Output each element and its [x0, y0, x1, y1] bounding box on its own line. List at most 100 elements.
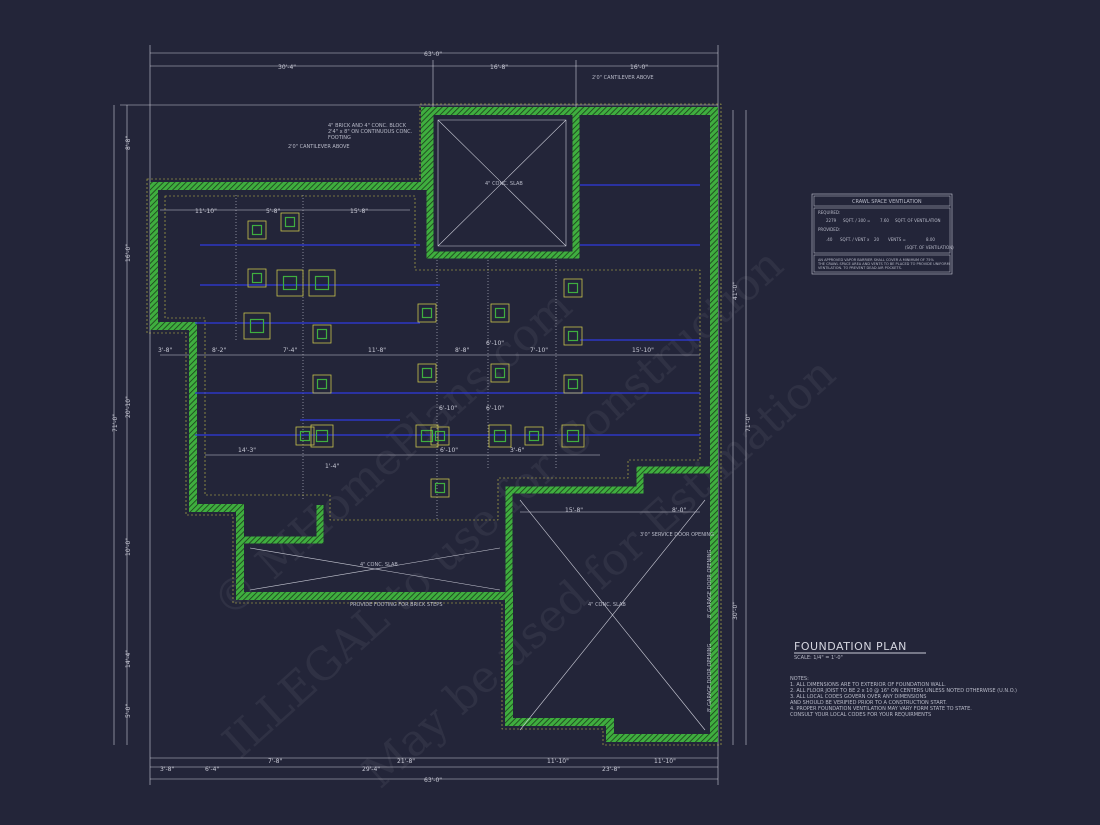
pier: [566, 429, 580, 443]
provided-text: SQFT. / VENT x: [840, 237, 870, 242]
cantilever-label: 2'0" CANTILEVER ABOVE: [288, 144, 350, 150]
required-area: 2279: [826, 218, 837, 223]
pier-footing: [488, 424, 512, 448]
note-line: CONSULT YOUR LOCAL CODES FOR YOUR REQUIR…: [790, 712, 931, 718]
dimension-text: 5'-0": [125, 704, 132, 718]
pier-footing: [415, 424, 439, 448]
dimension-text: 7'-8": [268, 758, 282, 765]
pier: [299, 430, 311, 442]
pier-footing: [417, 303, 437, 323]
table-border: [811, 193, 953, 275]
pier-footing: [490, 303, 510, 323]
note-line: AND SHOULD BE VERIFIED PRIOR TO A CONSTR…: [790, 700, 947, 706]
dimension-text: 11'-10": [654, 758, 676, 765]
dimension-text: 16'-0": [630, 64, 648, 71]
dimension-text: 8'-2": [212, 347, 226, 354]
foundation-walls: [146, 103, 722, 746]
pier-footing: [295, 426, 315, 446]
pier-footing: [310, 424, 334, 448]
drawing-scale: SCALE: 1/4" = 1'-0": [794, 655, 843, 661]
pier: [567, 330, 579, 342]
dimension-text: 16'-0": [125, 244, 132, 262]
garage-door-label: 8' GARAGE DOOR OPENING: [707, 643, 713, 712]
interior-dimension-labels: 11'-10"5'-8"15'-8"3'-8"8'-2"7'-4"11'-8"8…: [158, 208, 686, 514]
pier-footing: [490, 363, 510, 383]
table-note-box: [813, 254, 951, 273]
ventilation-note: VENTILATION. TO PREVENT DEAD AIR POCKETS…: [818, 266, 902, 270]
ventilation-title: CRAWL SPACE VENTILATION: [852, 199, 922, 205]
plan-labels: 2'0" CANTILEVER ABOVE 2'0" CANTILEVER AB…: [288, 75, 714, 712]
dimension-text: 16'-8": [490, 64, 508, 71]
pier-footing: [524, 426, 544, 446]
dimension-text: 8'-8": [125, 136, 132, 150]
crawl-space-ventilation-table: CRAWL SPACE VENTILATION REQUIRED: 2279 S…: [811, 193, 954, 275]
piers: [243, 212, 585, 498]
dimension-text: 11'-10": [195, 208, 217, 215]
pier-footing: [563, 326, 583, 346]
pier: [421, 367, 433, 379]
pier-footing: [563, 278, 583, 298]
pier-footing: [312, 374, 332, 394]
dimension-text: 41'-0": [732, 282, 739, 300]
dimension-text: 8'-0": [672, 507, 686, 514]
pier: [315, 429, 329, 443]
pier: [282, 275, 298, 291]
pier-footing: [561, 424, 585, 448]
note-line: 4. PROPER FOUNDATION VENTILATION MAY VAR…: [790, 706, 972, 712]
dimension-text: 21'-8": [397, 758, 415, 765]
ventilation-note: THE CRAWL SPACE AREA AND VENTS TO BE PLA…: [817, 262, 950, 266]
pier-footing: [563, 374, 583, 394]
pier: [251, 224, 263, 236]
pier-footing: [430, 426, 450, 446]
slab-porch-x: [249, 547, 501, 591]
pier: [284, 216, 296, 228]
dimension-text: 15'-10": [632, 347, 654, 354]
dimension-text: 6'-10": [486, 340, 504, 347]
provided-per-vent: .40: [826, 237, 833, 242]
pier-footing: [308, 269, 336, 297]
pier-footing: [417, 363, 437, 383]
pier-footing: [247, 268, 267, 288]
dimension-text: 71'-0": [745, 414, 752, 432]
dimension-text: 29'-4": [362, 766, 380, 773]
note-line: 1. ALL DIMENSIONS ARE TO EXTERIOR OF FOU…: [790, 682, 946, 688]
pier-footing: [430, 478, 450, 498]
pier-footing: [243, 312, 271, 340]
table-header-box: [813, 195, 951, 207]
dimension-text: 14'-4": [125, 650, 132, 668]
dimension-text: 6'-10": [440, 447, 458, 454]
slab-top-x: [437, 119, 567, 247]
required-label: REQUIRED:: [818, 210, 840, 215]
dimension-text: 11'-10": [547, 758, 569, 765]
brick-note: 2'4" x 8" ON CONTINUOUS CONC.: [328, 129, 413, 135]
dimension-text: 3'-6": [510, 447, 524, 454]
brick-note: FOOTING: [328, 135, 351, 141]
required-text: SQFT. / 300 =: [843, 218, 870, 223]
dimension-text: 63'-0": [424, 51, 442, 58]
outer-foundation-wall: [150, 107, 718, 742]
dimension-text: 6'-4": [205, 766, 219, 773]
pier: [421, 307, 433, 319]
dimension-labels: 63'-0" 30'-4" 16'-8" 16'-0" 63'-0" 7'-8"…: [112, 51, 752, 784]
pier: [494, 367, 506, 379]
pier: [494, 307, 506, 319]
pier-footing: [247, 220, 267, 240]
drawing-title: FOUNDATION PLAN: [794, 640, 907, 653]
title-block: FOUNDATION PLAN SCALE: 1/4" = 1'-0" NOTE…: [790, 640, 1017, 718]
slab-label: 4" CONC. SLAB: [360, 562, 398, 568]
provided-value: 8.00: [926, 237, 935, 242]
required-unit: SQFT. OF VENTILATION: [895, 218, 941, 223]
dimension-text: 7'-4": [283, 347, 297, 354]
table-body-box: [813, 207, 951, 254]
vents-count: 20: [874, 237, 880, 242]
pier: [314, 275, 330, 291]
dimension-text: 10'-0": [125, 538, 132, 556]
slab-label: 4" CONC. SLAB: [485, 181, 523, 187]
dimension-text: 7'-10": [530, 347, 548, 354]
garage-door-label: 8' GARAGE DOOR OPENING: [707, 549, 713, 618]
dimension-text: 6'-10": [486, 405, 504, 412]
pier: [251, 272, 263, 284]
pier: [420, 429, 434, 443]
